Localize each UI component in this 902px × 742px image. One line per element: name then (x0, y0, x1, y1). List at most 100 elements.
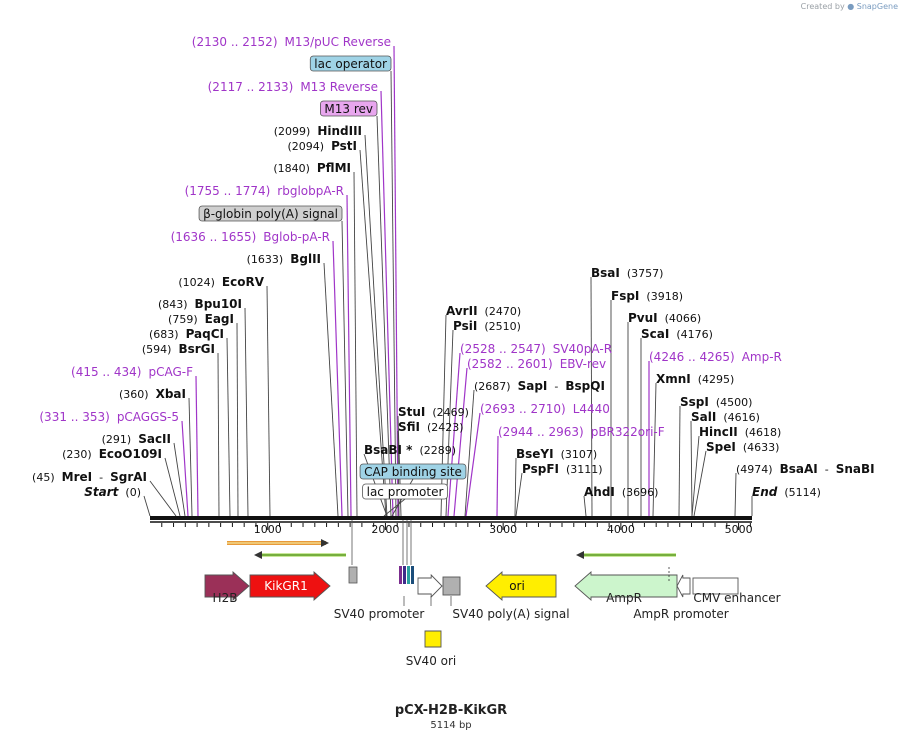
label-bsrgi: (594) BsrGI (142, 342, 215, 356)
leader-sacii (173, 442, 186, 517)
label-cap-binding-site: CAP binding site (359, 463, 467, 480)
feature-label: CMV enhancer (693, 591, 780, 605)
label-avrii: AvrII(2470) (446, 304, 521, 318)
site-pos: (2510) (484, 320, 521, 333)
site-name-2: SnaBI (836, 462, 875, 476)
label-bglii: (1633)BglII (247, 252, 321, 266)
primer-range: (2693 .. 2710) (480, 402, 566, 416)
feature-kikgr1: KikGR1 (249, 571, 331, 601)
primer-name: rbglobpA-R (277, 184, 344, 198)
leader-lines (143, 45, 753, 517)
feature-sv40-poly-a-signal: SV40 poly(A) signal (442, 576, 570, 621)
site-name: BsaAI (780, 462, 818, 476)
feature-label: SV40 promoter (334, 607, 425, 621)
label-stui: StuI(2469) (398, 405, 469, 419)
leader-pcaggs-5 (181, 420, 189, 517)
site-name: PstI (331, 139, 357, 153)
site-pos: (843) (158, 298, 188, 311)
leader-sali (690, 420, 693, 517)
label-pspfi: PspFI(3111) (522, 462, 603, 476)
site-pos: (4618) (745, 426, 782, 439)
label-bsaai: (4974)BsaAI-SnaBI (736, 462, 875, 476)
leader-avrii (440, 314, 447, 517)
primer-name: pCAGGS-5 (117, 410, 179, 424)
site-name: SpeI (706, 440, 736, 454)
label-psti: (2094)PstI (287, 139, 357, 153)
tick-label: 2000 (371, 523, 399, 536)
feature-label: AmpR promoter (633, 607, 728, 621)
leader-rbglobpa-r (346, 194, 352, 517)
site-pos: (2423) (427, 421, 464, 434)
feature-box-label-lac-promoter: lac promoter (367, 485, 444, 499)
site-pos: (3696) (622, 486, 659, 499)
leader-hincii (691, 435, 700, 517)
site-pos: (3918) (646, 290, 683, 303)
primer-name: Amp-R (742, 350, 782, 364)
primer-range: (1636 .. 1655) (171, 230, 257, 244)
leader-hindiii (364, 134, 388, 517)
feature-label: SV40 poly(A) signal (452, 607, 569, 621)
leader-pflmi (353, 171, 358, 517)
site-pos: (4295) (698, 373, 735, 386)
site-sep: - (554, 380, 558, 393)
primer-range: (4246 .. 4265) (649, 350, 735, 364)
leader-lac-promoter (383, 498, 406, 517)
label-xbai: (360)XbaI (119, 387, 186, 401)
label-pcag-f: (415 .. 434)pCAG-F (71, 365, 193, 379)
site-pos: (683) (149, 328, 179, 341)
feature-box-label-m13-rev: M13 rev (324, 102, 373, 116)
leader-sv40pa-r (447, 352, 461, 517)
site-pos: (2687) (474, 380, 511, 393)
site-name: BsaBI * (364, 443, 413, 457)
label-sspi: SspI (4500) (680, 395, 752, 409)
site-pos: (4500) (716, 396, 753, 409)
label-sali: SalI(4616) (691, 410, 760, 424)
site-name: Bpu10I (195, 297, 242, 311)
tick-label: 3000 (489, 523, 517, 536)
label-bsabi: BsaBI *(2289) (364, 443, 456, 457)
site-name: MreI (62, 470, 92, 484)
site-pos: (4974) (736, 463, 773, 476)
site-name: BsaI (591, 266, 620, 280)
cap-mark (407, 566, 410, 584)
m13-mark (403, 566, 406, 584)
label-ecorv: (1024)EcoRV (178, 275, 264, 289)
site-name: AhdI (584, 485, 615, 499)
feature-sv40-promoter: SV40 promoter (334, 573, 443, 621)
site-pos: (594) (142, 343, 172, 356)
primer-range: (331 .. 353) (39, 410, 109, 424)
feature-shape (676, 574, 691, 598)
site-name: BsrGI (178, 342, 215, 356)
primer-name: Bglob-pA-R (263, 230, 330, 244)
leader-sapi (464, 389, 475, 517)
feature-box-label-globin-poly-a-signal: β-globin poly(A) signal (203, 207, 338, 221)
site-name: SspI (680, 395, 709, 409)
label-sfii: SfiI(2423) (398, 420, 464, 434)
label-amp-r: (4246 .. 4265) Amp-R (649, 350, 782, 364)
leader-m13-reverse (380, 90, 394, 517)
site-name: ScaI (641, 327, 669, 341)
feature-ori: ori (485, 571, 557, 601)
site-name: PvuI (628, 311, 658, 325)
site-name-2: SgrAI (110, 470, 147, 484)
feature-box-label-lac-operator: lac operator (314, 57, 387, 71)
feature-shape (249, 571, 331, 601)
label-fspi: FspI(3918) (611, 289, 683, 303)
site-name: EcoO109I (99, 447, 162, 461)
leader-xmni (652, 382, 657, 517)
leader-eagi (236, 322, 239, 517)
feature-label: SV40 ori (406, 654, 457, 668)
label-sapi: (2687)SapI-BspQI (474, 379, 605, 393)
site-name: BglII (290, 252, 321, 266)
leader-psti (359, 149, 387, 517)
globin-polyA-shape (348, 566, 358, 584)
feature-label: KikGR1 (264, 579, 307, 593)
end-name: Start (84, 485, 119, 499)
feature-shape (204, 571, 250, 601)
green-arrow-1-head (254, 551, 262, 559)
site-name: XmnI (656, 372, 691, 386)
label-ebv-rev: (2582 .. 2601)EBV-rev (467, 357, 606, 371)
feature-label: AmpR (606, 591, 642, 605)
label-psii: PsiI(2510) (453, 319, 521, 333)
